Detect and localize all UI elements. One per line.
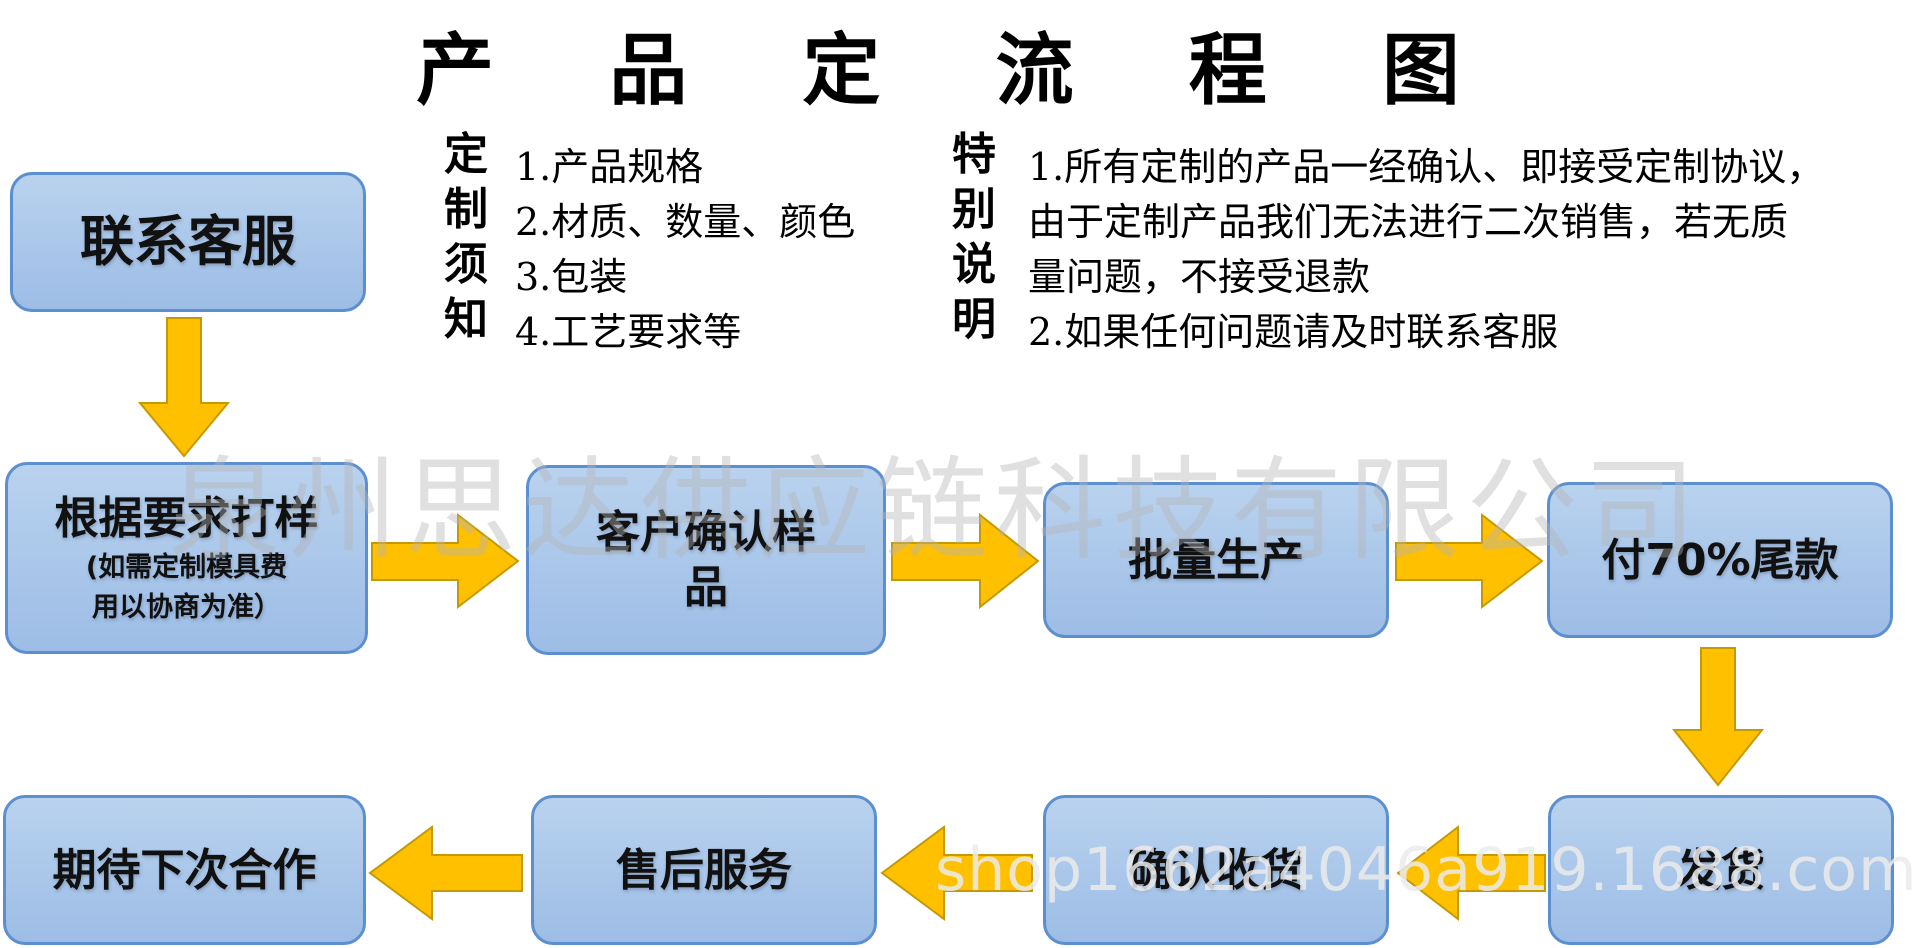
special-notes: 1.所有定制的产品一经确认、即接受定制协议， 由于定制产品我们无法进行二次销售，… bbox=[1028, 140, 1824, 360]
step-label: 确认收货 bbox=[1128, 844, 1304, 896]
notice-label-char: 知 bbox=[444, 294, 488, 345]
step-label: 付70%尾款 bbox=[1601, 534, 1839, 586]
step-label: 发货 bbox=[1677, 844, 1765, 896]
step-confirm-receipt: 确认收货 bbox=[1043, 795, 1389, 945]
special-line: 量问题，不接受退款 bbox=[1028, 255, 1371, 299]
special-label-char: 明 bbox=[952, 294, 996, 345]
notice-label-char: 定 bbox=[444, 129, 488, 180]
step-confirm-sample: 客户确认样 品 bbox=[526, 465, 886, 655]
step-contact-service: 联系客服 bbox=[10, 172, 366, 312]
step-ship: 发货 bbox=[1548, 795, 1894, 945]
step-label: 根据要求打样 bbox=[54, 493, 319, 545]
arrow-right-icon bbox=[891, 512, 1040, 610]
arrow-right-icon bbox=[1395, 512, 1544, 610]
step-note: (如需定制模具费 bbox=[85, 552, 288, 584]
notice-list: 1.产品规格 2.材质、数量、颜色 3.包装 4.工艺要求等 bbox=[515, 140, 855, 360]
notice-label-char: 须 bbox=[444, 239, 488, 290]
step-label: 品 bbox=[684, 562, 728, 613]
page-title: 产 品 定 流 程 图 bbox=[416, 26, 1504, 116]
notice-item: 1.产品规格 bbox=[515, 145, 704, 189]
arrow-left-icon bbox=[368, 825, 523, 921]
notice-item: 4.工艺要求等 bbox=[515, 310, 742, 354]
special-label-char: 特 bbox=[952, 129, 996, 180]
step-next-cooperation: 期待下次合作 bbox=[3, 795, 366, 945]
arrow-right-icon bbox=[371, 512, 520, 610]
step-label: 批量生产 bbox=[1128, 534, 1304, 586]
notice-label: 定 制 须 知 bbox=[438, 127, 494, 347]
arrow-left-icon bbox=[1396, 824, 1546, 922]
special-line: 2.如果任何问题请及时联系客服 bbox=[1028, 310, 1559, 354]
step-sampling: 根据要求打样 (如需定制模具费 用以协商为准） bbox=[5, 462, 368, 654]
step-after-sales: 售后服务 bbox=[531, 795, 877, 945]
special-line: 1.所有定制的产品一经确认、即接受定制协议， bbox=[1028, 145, 1825, 189]
notice-item: 2.材质、数量、颜色 bbox=[515, 200, 856, 244]
arrow-down-icon bbox=[1671, 647, 1765, 787]
step-pay-balance: 付70%尾款 bbox=[1547, 482, 1893, 638]
arrow-down-icon bbox=[137, 317, 231, 458]
step-label: 期待下次合作 bbox=[52, 844, 317, 896]
step-mass-production: 批量生产 bbox=[1043, 482, 1389, 638]
special-label-char: 别 bbox=[952, 184, 996, 235]
special-line: 由于定制产品我们无法进行二次销售，若无质 bbox=[1028, 200, 1789, 244]
step-label: 联系客服 bbox=[80, 210, 296, 274]
step-label: 客户确认样 bbox=[596, 507, 816, 558]
notice-item: 3.包装 bbox=[515, 255, 628, 299]
step-label: 售后服务 bbox=[616, 844, 792, 896]
arrow-left-icon bbox=[880, 825, 1033, 921]
special-label-char: 说 bbox=[952, 239, 996, 290]
special-label: 特 别 说 明 bbox=[946, 127, 1002, 347]
step-note: 用以协商为准） bbox=[92, 591, 281, 623]
notice-label-char: 制 bbox=[444, 184, 488, 235]
